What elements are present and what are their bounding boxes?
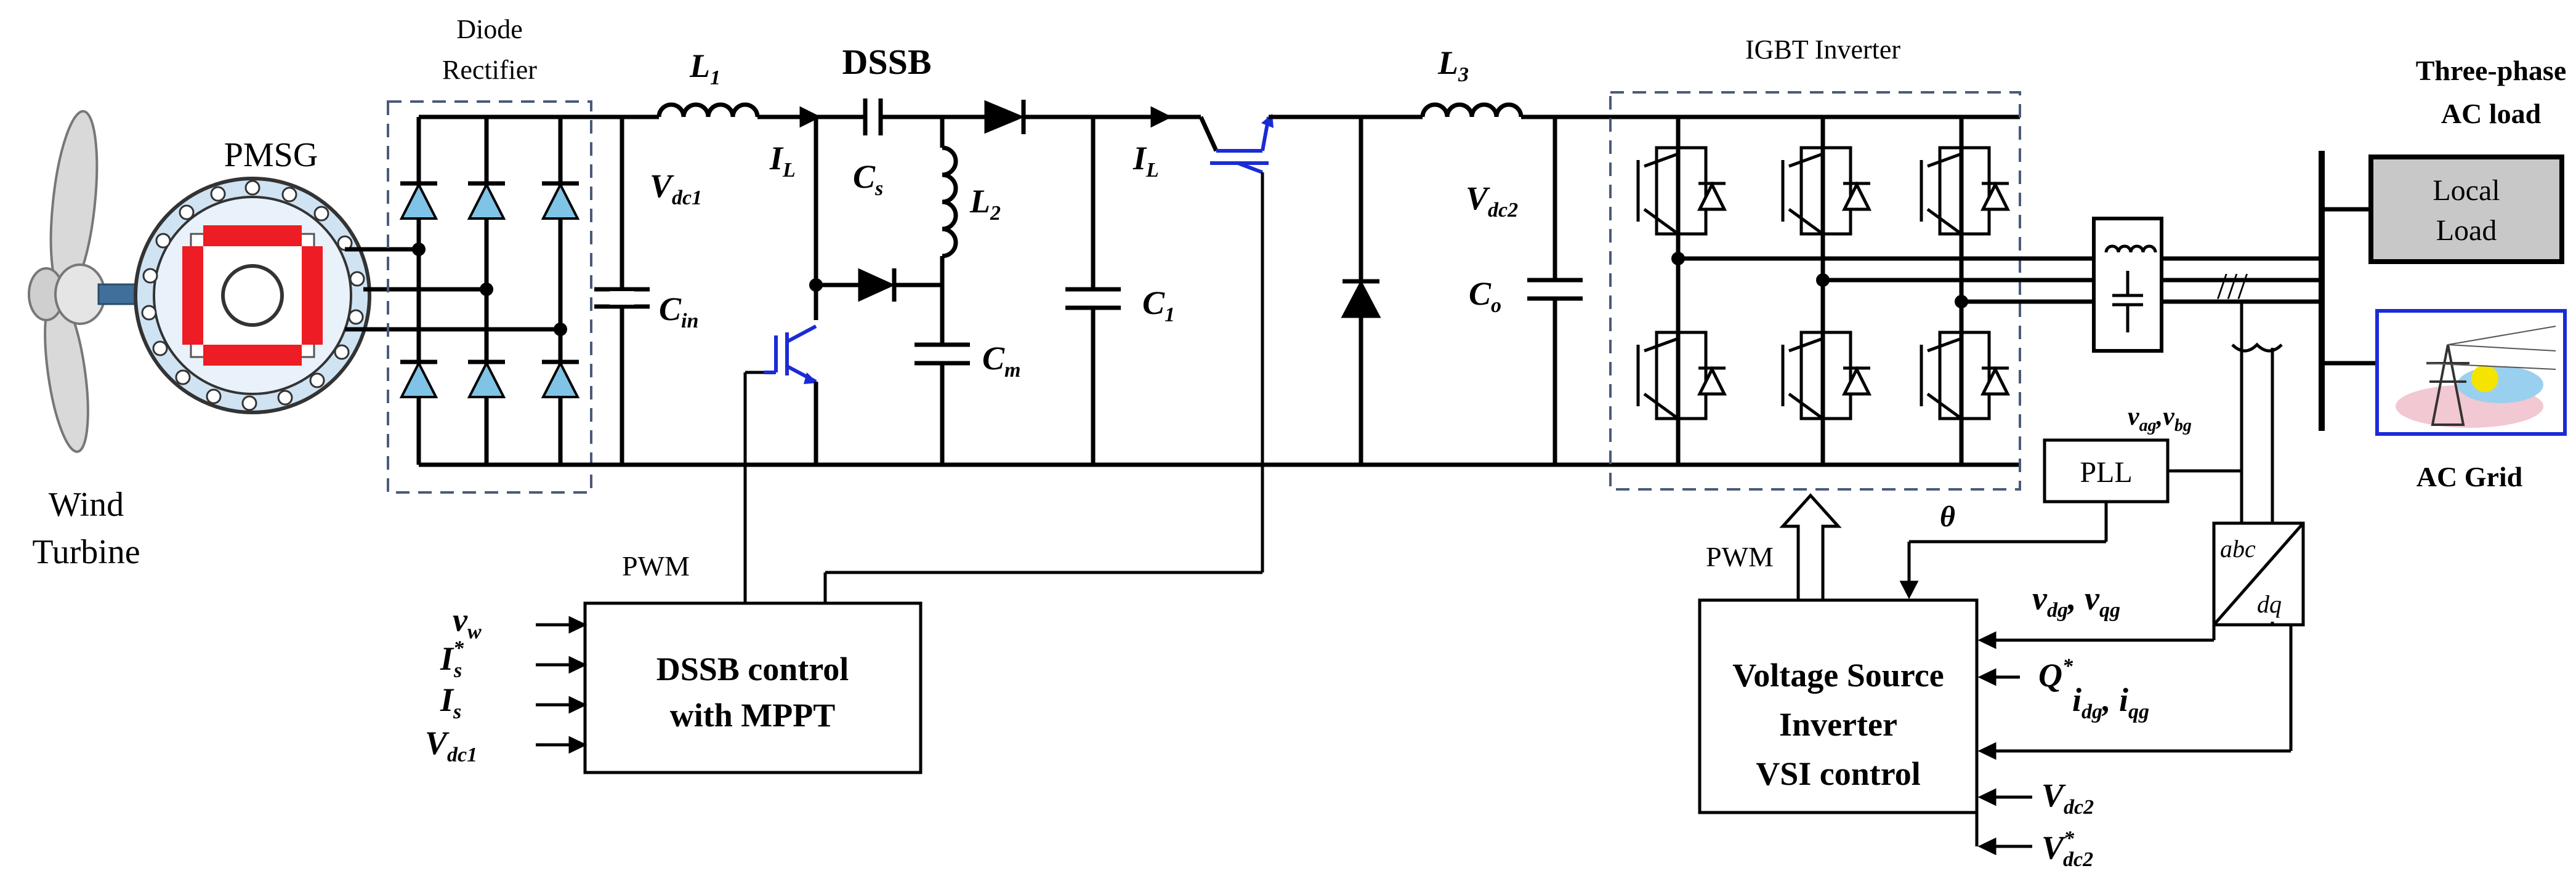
diode-rectifier-label-2: Rectifier <box>442 55 537 85</box>
il-label-a: IL <box>769 140 796 182</box>
is-star-label: I*s <box>440 637 464 682</box>
cm-label: Cm <box>982 340 1020 382</box>
local-load-box <box>2368 155 2564 264</box>
igbt-switch-s1 <box>764 324 818 384</box>
abc-dq-transform-box <box>2212 521 2305 627</box>
igbt-switch-s2 <box>1198 114 1274 174</box>
pmsg-label: PMSG <box>224 136 318 174</box>
dq-label: dq <box>2257 590 2282 618</box>
il-label-b: IL <box>1133 140 1159 182</box>
capacitor-cs <box>838 98 985 135</box>
is-label: Is <box>440 681 461 723</box>
vdc2-input-label: Vdc2 <box>2041 777 2094 819</box>
pwm-right-label: PWM <box>1706 541 1774 572</box>
vw-label: vw <box>453 601 482 643</box>
dssb-control-label-1: DSSB control <box>656 651 849 688</box>
vsi-control-label-3: VSI control <box>1756 755 1921 792</box>
idg-iqg-label: idg, iqg <box>2072 681 2149 723</box>
vdc1-label: Vdc1 <box>650 167 702 209</box>
local-load-label-1: Local <box>2433 174 2500 207</box>
dssb-control-label-2: with MPPT <box>670 697 835 734</box>
vsi-control-label-1: Voltage Source <box>1732 657 1944 694</box>
theta-label: θ <box>1940 500 1955 533</box>
diode-rectifier-box <box>387 100 592 494</box>
pmsg-generator-icon <box>134 177 371 414</box>
diode-rectifier-label-1: Diode <box>456 14 523 44</box>
vdc1-input-label: Vdc1 <box>425 724 477 766</box>
wind-turbine-label-1: Wind <box>49 486 124 524</box>
l2-label: L2 <box>969 183 1001 225</box>
inverter-bridge <box>1636 117 2094 465</box>
vag-vbg-label: vag,vbg <box>2128 403 2192 435</box>
capacitor-c1 <box>1065 117 1121 465</box>
l1-label: L1 <box>689 47 721 89</box>
vdc2-label: Vdc2 <box>1466 180 1518 222</box>
pll-label: PLL <box>2080 456 2132 489</box>
vdc2-star-label: V*dc2 <box>2041 827 2093 871</box>
three-phase-label-2: AC load <box>2441 98 2542 129</box>
co-label: Co <box>1469 275 1501 317</box>
q-star-label: Q* <box>2038 655 2073 694</box>
inductor-l3 <box>1416 102 2020 119</box>
wind-turbine-label-2: Turbine <box>32 533 140 571</box>
three-phase-label-1: Three-phase <box>2416 55 2567 86</box>
vdg-vqg-label: vdg, vqg <box>2032 580 2120 622</box>
capacitor-co <box>1527 117 1583 465</box>
three-phase-slash-marks: /// <box>2217 266 2248 307</box>
lc-filter <box>2092 217 2163 353</box>
dssb-control-box <box>583 601 923 774</box>
igbt-inverter-box <box>1609 91 2021 491</box>
c1-label: C1 <box>1142 284 1175 326</box>
ac-grid-label: AC Grid <box>2417 461 2523 492</box>
abc-label: abc <box>2220 535 2256 563</box>
vsi-control-box <box>1698 598 1979 814</box>
vsi-control-label-2: Inverter <box>1779 706 1897 743</box>
ac-grid-tower-icon <box>2375 309 2567 436</box>
cs-label: Cs <box>853 158 883 200</box>
cin-label: Cin <box>659 291 698 332</box>
wind-turbine-icon <box>28 110 143 453</box>
inductor-l2 <box>940 117 958 345</box>
inductor-l1 <box>653 102 838 119</box>
rectifier-bridge <box>399 114 622 467</box>
igbt-inverter-label: IGBT Inverter <box>1745 34 1900 65</box>
local-load-label-2: Load <box>2436 214 2497 247</box>
pwm-left-label: PWM <box>622 550 690 582</box>
pwm-arrow-right <box>1779 493 1842 602</box>
capacitor-cm <box>915 342 970 465</box>
dssb-label: DSSB <box>842 42 931 82</box>
l3-label: L3 <box>1437 44 1469 86</box>
capacitor-cin <box>594 287 650 309</box>
